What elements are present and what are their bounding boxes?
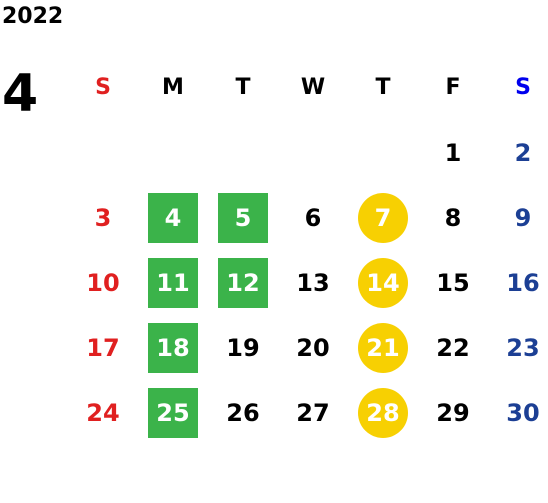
day-number: 27 [296, 398, 330, 427]
weekday-header: S [68, 55, 138, 120]
empty-day-cell [68, 120, 138, 185]
day-cell[interactable]: 18 [138, 315, 208, 380]
weekday-label: S [515, 74, 531, 100]
day-number: 2 [514, 138, 532, 167]
day-cell[interactable]: 12 [208, 250, 278, 315]
day-number: 29 [436, 398, 470, 427]
calendar-month: 4 [2, 64, 39, 124]
day-number: 20 [296, 333, 330, 362]
day-cell[interactable]: 28 [348, 380, 418, 445]
day-number: 30 [506, 398, 540, 427]
day-number-yellow-highlight: 14 [358, 257, 408, 308]
day-cell[interactable]: 21 [348, 315, 418, 380]
day-number-green-highlight: 11 [148, 257, 198, 308]
day-number-green-highlight: 25 [148, 387, 198, 438]
day-cell[interactable]: 29 [418, 380, 488, 445]
empty-day-cell [278, 120, 348, 185]
day-cell[interactable]: 9 [488, 185, 548, 250]
day-cell[interactable]: 23 [488, 315, 548, 380]
day-number: 8 [444, 203, 462, 232]
weekday-label: M [162, 74, 184, 100]
day-number: 24 [86, 398, 120, 427]
day-cell[interactable]: 27 [278, 380, 348, 445]
day-cell[interactable]: 14 [348, 250, 418, 315]
day-cell[interactable]: 5 [208, 185, 278, 250]
day-cell[interactable]: 17 [68, 315, 138, 380]
day-cell[interactable]: 3 [68, 185, 138, 250]
day-cell[interactable]: 16 [488, 250, 548, 315]
day-cell[interactable]: 19 [208, 315, 278, 380]
day-cell[interactable]: 22 [418, 315, 488, 380]
day-number-yellow-highlight: 28 [358, 387, 408, 438]
weekday-label: T [375, 74, 391, 100]
weekday-header: S [488, 55, 548, 120]
empty-day-cell [208, 120, 278, 185]
day-cell[interactable]: 25 [138, 380, 208, 445]
day-number: 9 [514, 203, 532, 232]
day-number: 22 [436, 333, 470, 362]
day-number: 1 [444, 138, 462, 167]
day-cell[interactable]: 6 [278, 185, 348, 250]
day-number-green-highlight: 5 [218, 192, 268, 243]
weekday-header: M [138, 55, 208, 120]
weekday-header: F [418, 55, 488, 120]
day-cell[interactable]: 20 [278, 315, 348, 380]
day-number: 16 [506, 268, 540, 297]
empty-day-cell [348, 120, 418, 185]
day-number: 10 [86, 268, 120, 297]
day-cell[interactable]: 24 [68, 380, 138, 445]
day-cell[interactable]: 15 [418, 250, 488, 315]
day-cell[interactable]: 1 [418, 120, 488, 185]
weekday-header: W [278, 55, 348, 120]
weekday-label: F [445, 74, 461, 100]
day-number: 23 [506, 333, 540, 362]
day-number-green-highlight: 12 [218, 257, 268, 308]
empty-day-cell [138, 120, 208, 185]
day-number-green-highlight: 4 [148, 192, 198, 243]
day-number: 26 [226, 398, 260, 427]
day-cell[interactable]: 30 [488, 380, 548, 445]
day-number: 17 [86, 333, 120, 362]
day-cell[interactable]: 13 [278, 250, 348, 315]
day-cell[interactable]: 4 [138, 185, 208, 250]
day-cell[interactable]: 11 [138, 250, 208, 315]
calendar-year: 2022 [2, 4, 64, 29]
day-cell[interactable]: 2 [488, 120, 548, 185]
day-number: 3 [94, 203, 112, 232]
weekday-header: T [348, 55, 418, 120]
day-number: 19 [226, 333, 260, 362]
weekday-label: W [300, 74, 326, 100]
day-number-yellow-highlight: 7 [358, 192, 408, 243]
weekday-label: S [95, 74, 111, 100]
day-number-green-highlight: 18 [148, 322, 198, 373]
weekday-header: T [208, 55, 278, 120]
day-number: 13 [296, 268, 330, 297]
day-cell[interactable]: 7 [348, 185, 418, 250]
weekday-label: T [235, 74, 251, 100]
day-number: 15 [436, 268, 470, 297]
day-number: 6 [304, 203, 322, 232]
day-number-yellow-highlight: 21 [358, 322, 408, 373]
day-cell[interactable]: 10 [68, 250, 138, 315]
day-cell[interactable]: 26 [208, 380, 278, 445]
day-cell[interactable]: 8 [418, 185, 488, 250]
